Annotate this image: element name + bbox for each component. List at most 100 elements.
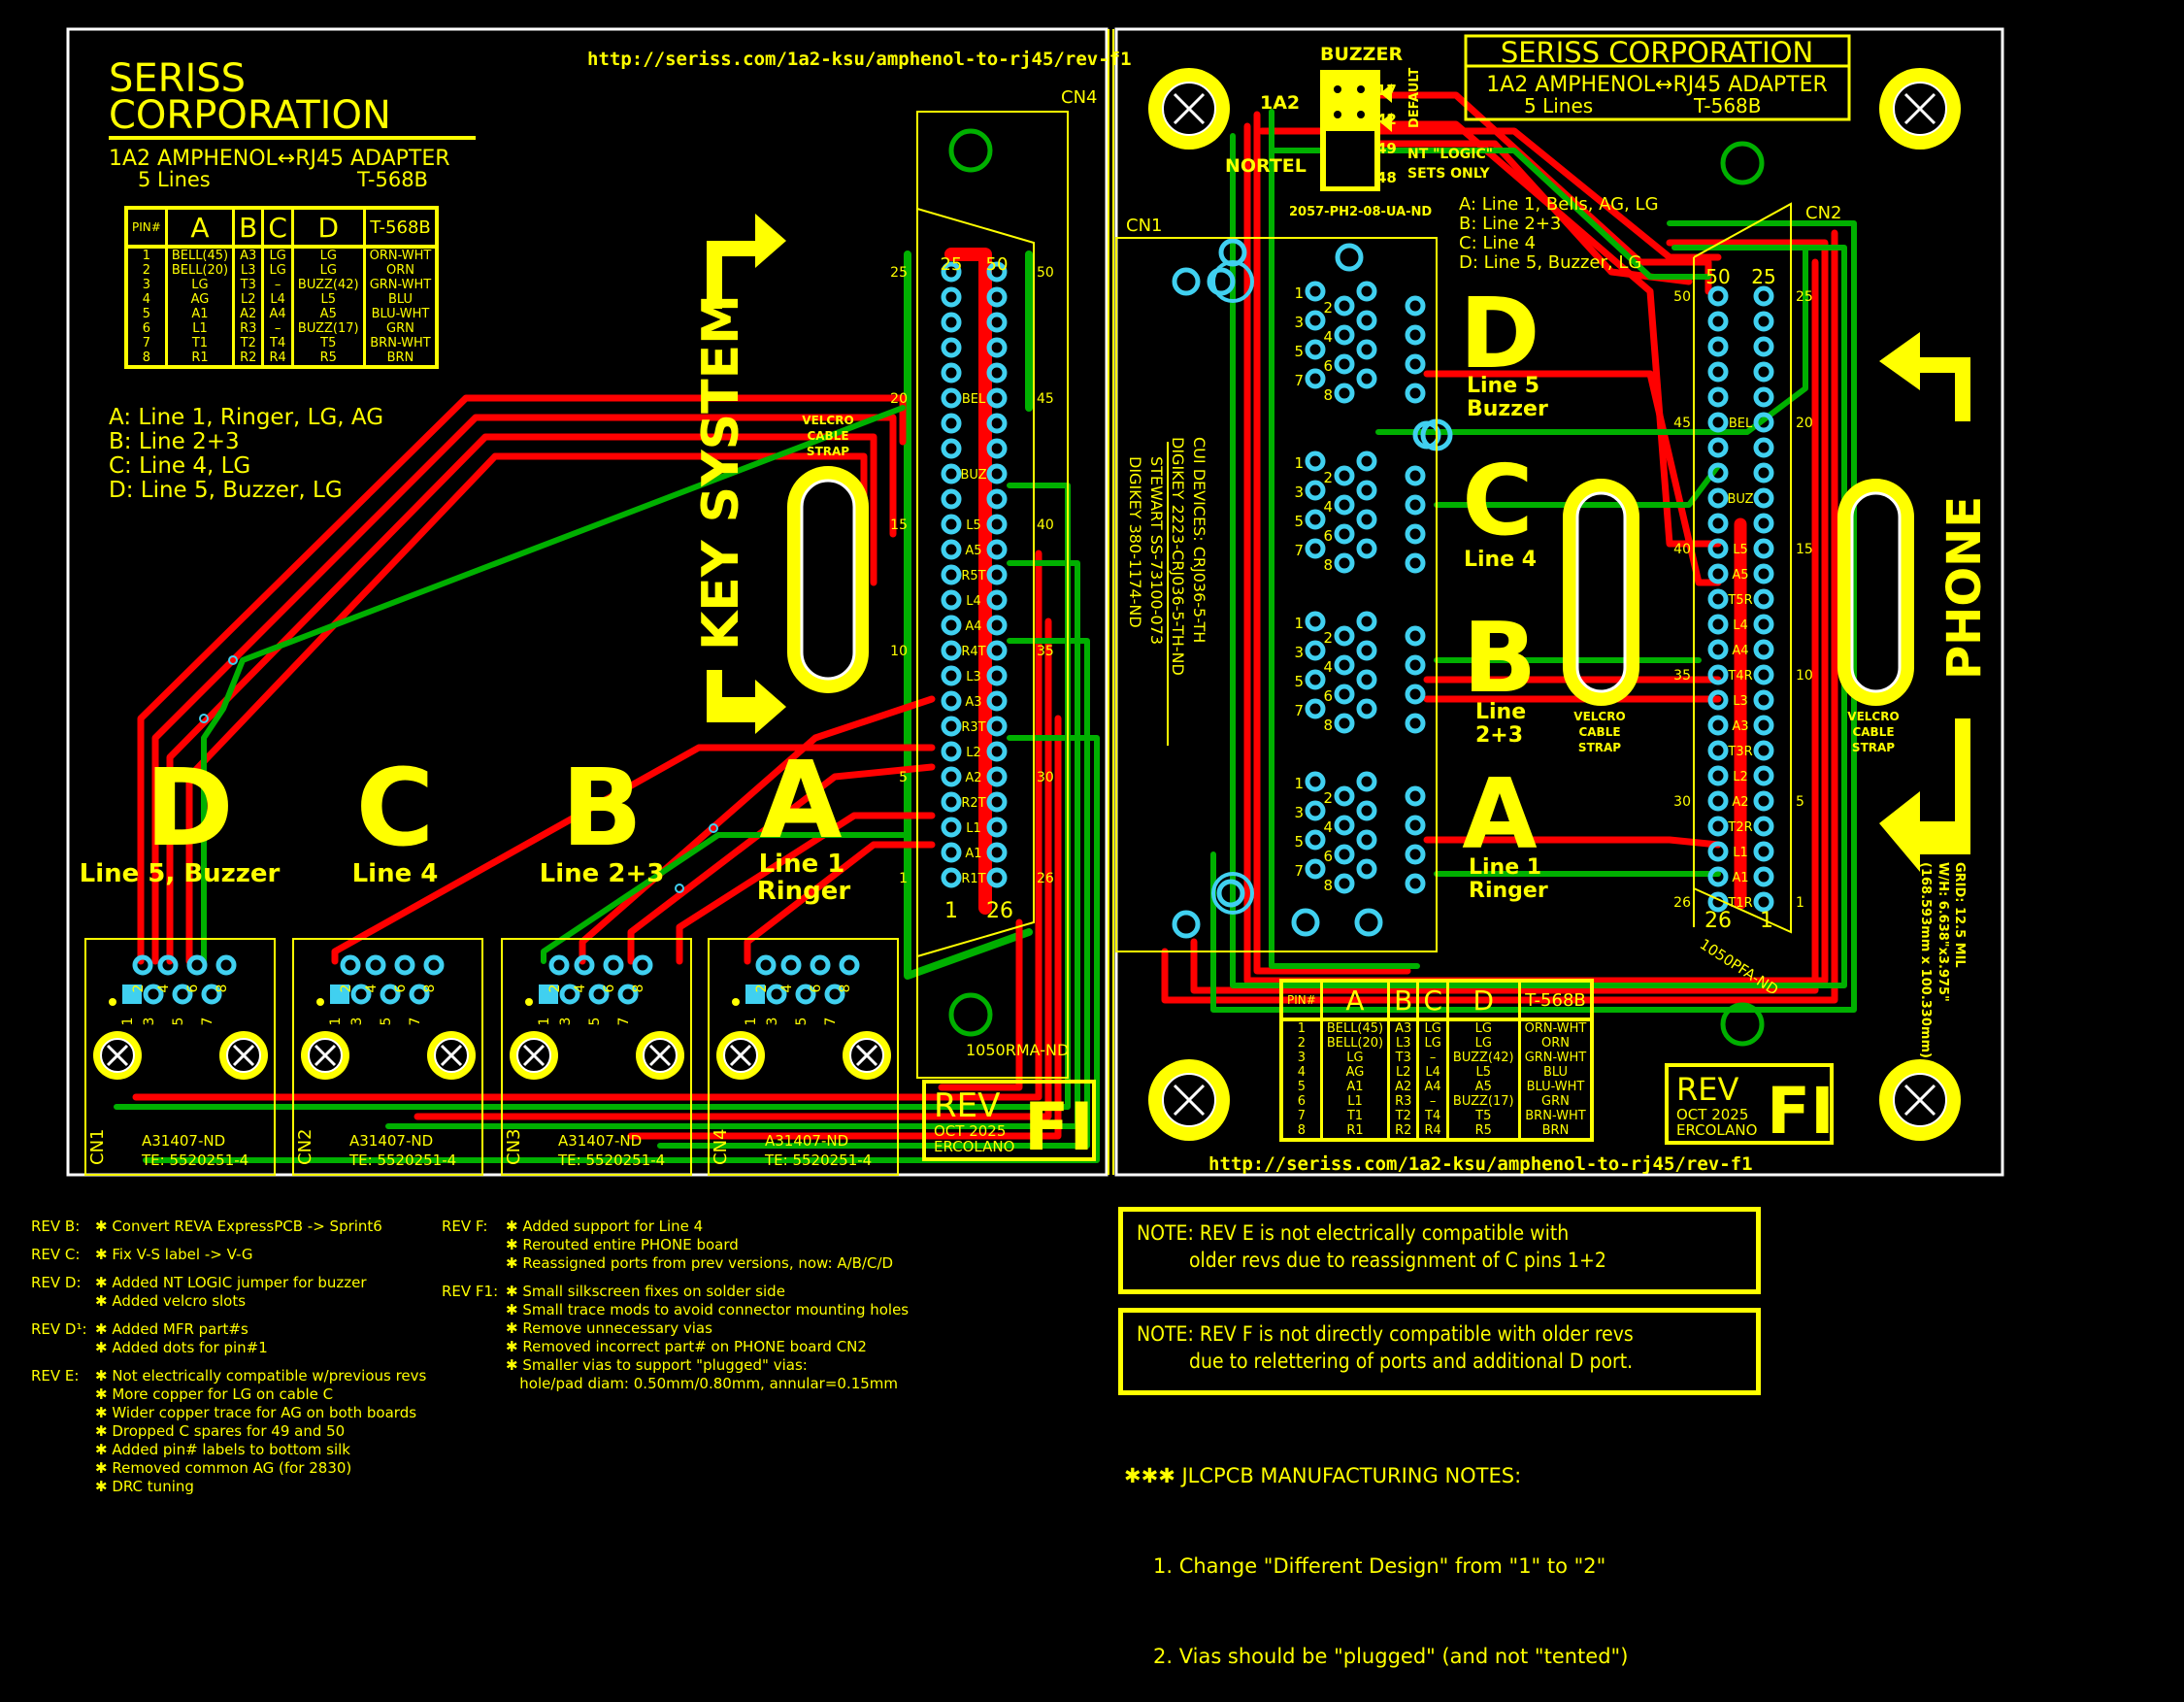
- rj45-pad: [839, 954, 860, 976]
- left-red-trace: [414, 617, 1052, 1120]
- amphenol-pin: [986, 514, 1008, 535]
- amphenol-pin: [1707, 740, 1729, 761]
- pin-table-cell: –: [261, 278, 294, 292]
- left-red-trace: [331, 744, 936, 965]
- revision-label: [31, 1292, 95, 1311]
- rj45-pad: [143, 984, 164, 1005]
- revision-block: REV C:✱ Fix V-S label -> V-G: [31, 1246, 426, 1264]
- revision-item: ✱ Added pin# labels to bottom silk: [95, 1441, 350, 1458]
- right-red-trace: [1423, 370, 1722, 586]
- rj45-stack-pad: [1305, 698, 1326, 719]
- pin-table-cell: A4: [1416, 1080, 1449, 1094]
- right-subtitle: 1A2 AMPHENOL↔RJ45 ADAPTER: [1486, 73, 1828, 97]
- rj45-part-number: A31407-ND: [142, 1132, 225, 1150]
- right-green-trace: [1230, 133, 1847, 988]
- amphenol-pin-label: T2R: [1727, 820, 1752, 835]
- rj45-pad: [559, 984, 580, 1005]
- pin-table-cell: AG: [164, 292, 236, 307]
- amphenol-pin: [941, 741, 962, 762]
- amphenol-pin: [941, 488, 962, 510]
- left-red-trace: [744, 841, 936, 965]
- amphenol-pin-label: A5: [1732, 568, 1748, 583]
- amphenol-pin-label: L5: [1733, 543, 1748, 557]
- rj45-stack-pin-number: 4: [1323, 328, 1333, 346]
- right-red-trace: [1253, 111, 1411, 975]
- amphenol-pin: [1753, 513, 1774, 534]
- pin-table-cell: L2: [1387, 1065, 1420, 1080]
- jumper-pin-17: 17: [1376, 82, 1397, 99]
- amphenol-pin: [986, 867, 1008, 888]
- pin-table-cell: BRN-WHT: [362, 336, 439, 350]
- amphenol-pin: [1707, 538, 1729, 559]
- amphenol-pin: [1753, 412, 1774, 433]
- amphenol-side-label: 45: [1037, 391, 1054, 407]
- revision-label: [442, 1254, 506, 1273]
- pin-table-cell: 5: [1279, 1080, 1323, 1094]
- rj45-stack-pad: [1305, 538, 1326, 559]
- amphenol-bottom-label: 1: [1760, 909, 1773, 933]
- amphenol-pin: [1707, 487, 1729, 509]
- rj45-pad: [588, 984, 610, 1005]
- amphenol-pin: [941, 817, 962, 838]
- revision-block: REV F1:✱ Small silkscreen fixes on solde…: [442, 1283, 909, 1393]
- right-velcro1-2: CABLE: [1578, 725, 1620, 739]
- amphenol-bottom-label: 26: [986, 899, 1013, 923]
- rj45-pin-number: 5: [587, 1018, 603, 1026]
- pin-table-cell: T5: [1445, 1109, 1521, 1123]
- jumper-hole: [1334, 85, 1341, 93]
- pin-table-cell: A3: [232, 247, 265, 263]
- right-legend-c: C: Line 4: [1459, 233, 1536, 253]
- rj45-pad: [780, 954, 802, 976]
- amphenol-top-label: 50: [986, 254, 1009, 275]
- revision-label: [31, 1441, 95, 1459]
- pin-table-cell: R4: [1416, 1123, 1449, 1140]
- amphenol-pin: [1707, 866, 1729, 887]
- note-rev-e-line2: older revs due to reassignment of C pins…: [1137, 1249, 1606, 1272]
- amphenol-pin-label: L5: [966, 518, 981, 533]
- pin-table-cell: LG: [1416, 1036, 1449, 1051]
- rj45-stack-pad: [1334, 383, 1355, 404]
- rj45-part-number: A31407-ND: [765, 1132, 848, 1150]
- mounting-hole-x: [855, 1044, 878, 1067]
- rj-part-1: CUI DEVICES: CRJ036-5-TH: [1190, 437, 1208, 643]
- rj45-cn-label: CN1: [87, 1129, 108, 1166]
- amphenol-pin: [986, 312, 1008, 333]
- rj45-pad: [350, 984, 372, 1005]
- pin-table-cell: 1: [124, 247, 168, 263]
- amphenol-pin-label: L3: [1733, 694, 1748, 709]
- revision-label: [442, 1338, 506, 1356]
- pin-table-cell: 4: [124, 292, 168, 307]
- rj45-pin1-pad: [539, 984, 558, 1004]
- rj45-pin-number: 7: [823, 1018, 839, 1026]
- rj45-pad: [824, 984, 845, 1005]
- jumper-hole: [1357, 111, 1365, 118]
- revision-label: [31, 1478, 95, 1496]
- amphenol-pin: [986, 261, 1008, 283]
- pin-table-cell: A2: [232, 307, 265, 321]
- amphenol-pin-label: A3: [965, 695, 981, 710]
- rj45-stack-pad: [1334, 873, 1355, 894]
- pin-table-cell: L2: [232, 292, 265, 307]
- rj45-stack-pad: [1334, 713, 1355, 734]
- right-standard: T-568B: [1693, 94, 1762, 117]
- amphenol-pin: [986, 488, 1008, 510]
- revision-label: [442, 1301, 506, 1319]
- pin-table-cell: BUZZ(17): [290, 321, 366, 336]
- amphenol-side-label: 25: [890, 265, 908, 281]
- rj45-stack-pad: [1405, 713, 1426, 734]
- rj45-stack-pin-number: 3: [1294, 804, 1304, 821]
- default-arrow-icon: [1380, 113, 1392, 132]
- rj45-stack-pad: [1405, 552, 1426, 574]
- amphenol-pin: [1753, 639, 1774, 660]
- mount-pad: [1172, 267, 1201, 296]
- pin-table-header: D: [290, 208, 366, 249]
- pin-table-cell: GRN: [362, 321, 439, 336]
- pin-table-cell: GRN-WHT: [362, 278, 439, 292]
- rj45-pin-number: 6: [185, 984, 201, 992]
- revision-line: ✱ Remove unnecessary vias: [442, 1319, 909, 1338]
- revision-item: ✱ Added dots for pin#1: [95, 1339, 268, 1356]
- revision-item: ✱ Added support for Line 4: [506, 1218, 704, 1235]
- jumper-nortel-label: NORTEL: [1225, 155, 1307, 177]
